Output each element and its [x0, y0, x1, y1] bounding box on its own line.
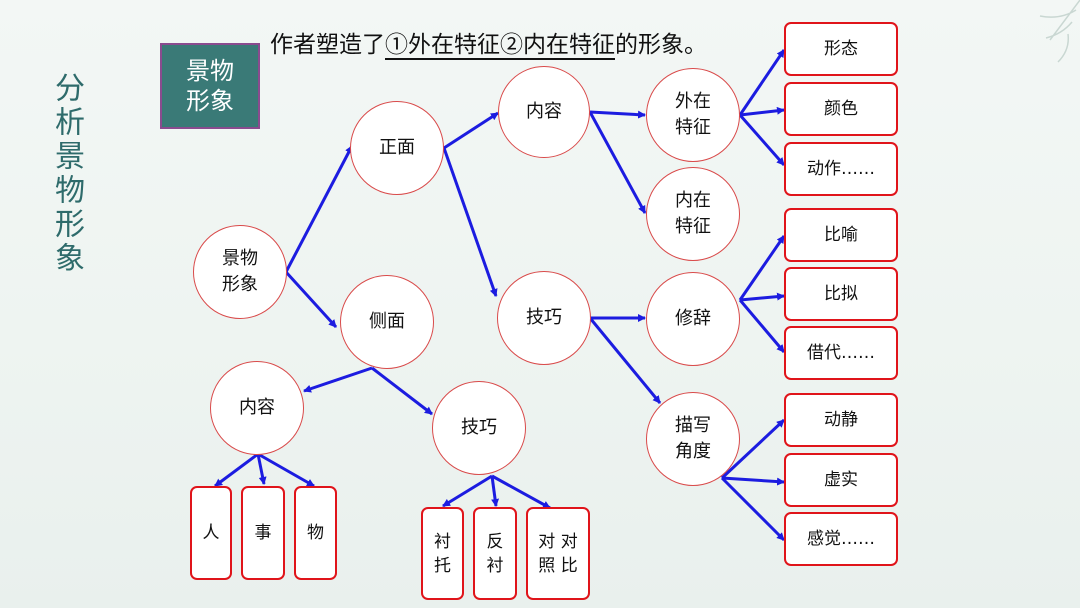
arrow-external-color [740, 110, 784, 115]
node-rhetoric: 修辞 [646, 272, 740, 366]
arrow-external-form [740, 50, 784, 115]
node-side-content: 内容 [210, 361, 304, 455]
arrow-rhetoric-simile [740, 236, 784, 300]
arrow-content-people [215, 454, 258, 486]
box-contrast: 对 对 照 比 [526, 507, 590, 600]
arrow-side-content [304, 368, 372, 391]
box-contrast-foil: 反 衬 [473, 507, 517, 600]
box-form: 形态 [784, 22, 898, 76]
node-internal: 内在 特征 [646, 167, 740, 261]
arrow-content-internal [590, 112, 645, 213]
box-objects: 物 [294, 486, 337, 580]
node-front: 正面 [350, 101, 444, 195]
box-virtual-real: 虚实 [784, 453, 898, 507]
node-perspective: 描写 角度 [646, 392, 740, 486]
box-foil: 衬 托 [421, 507, 464, 600]
arrow-technique-foil [443, 476, 492, 506]
box-motion-stillness: 动静 [784, 393, 898, 447]
box-simile: 比喻 [784, 208, 898, 262]
arrow-perspective-senses [722, 478, 784, 540]
box-action: 动作…… [784, 142, 898, 196]
arrow-front-content [444, 113, 498, 148]
arrow-technique-contrast-foil [492, 476, 496, 506]
arrow-side-technique [372, 368, 432, 414]
box-events: 事 [241, 486, 285, 580]
node-external: 外在 特征 [646, 68, 740, 162]
box-personification: 比拟 [784, 267, 898, 321]
node-root: 景物 形象 [193, 225, 287, 319]
box-people: 人 [190, 486, 232, 580]
arrow-rhetoric-personification [740, 296, 784, 300]
node-side-technique: 技巧 [432, 381, 526, 475]
box-color: 颜色 [784, 82, 898, 136]
node-side: 侧面 [340, 275, 434, 369]
node-front-technique: 技巧 [497, 271, 591, 365]
arrow-perspective-virtual [722, 478, 784, 482]
box-senses: 感觉…… [784, 512, 898, 566]
arrow-content-objects [258, 454, 314, 486]
arrow-root-front [286, 146, 352, 272]
arrow-front-technique [444, 148, 496, 296]
box-metonymy: 借代…… [784, 326, 898, 380]
arrow-external-action [740, 115, 784, 165]
arrow-content-external [590, 112, 645, 115]
arrow-root-side [286, 272, 336, 327]
node-front-content: 内容 [498, 66, 590, 158]
arrow-rhetoric-metonymy [740, 300, 784, 352]
arrow-technique-contrast [492, 476, 550, 508]
